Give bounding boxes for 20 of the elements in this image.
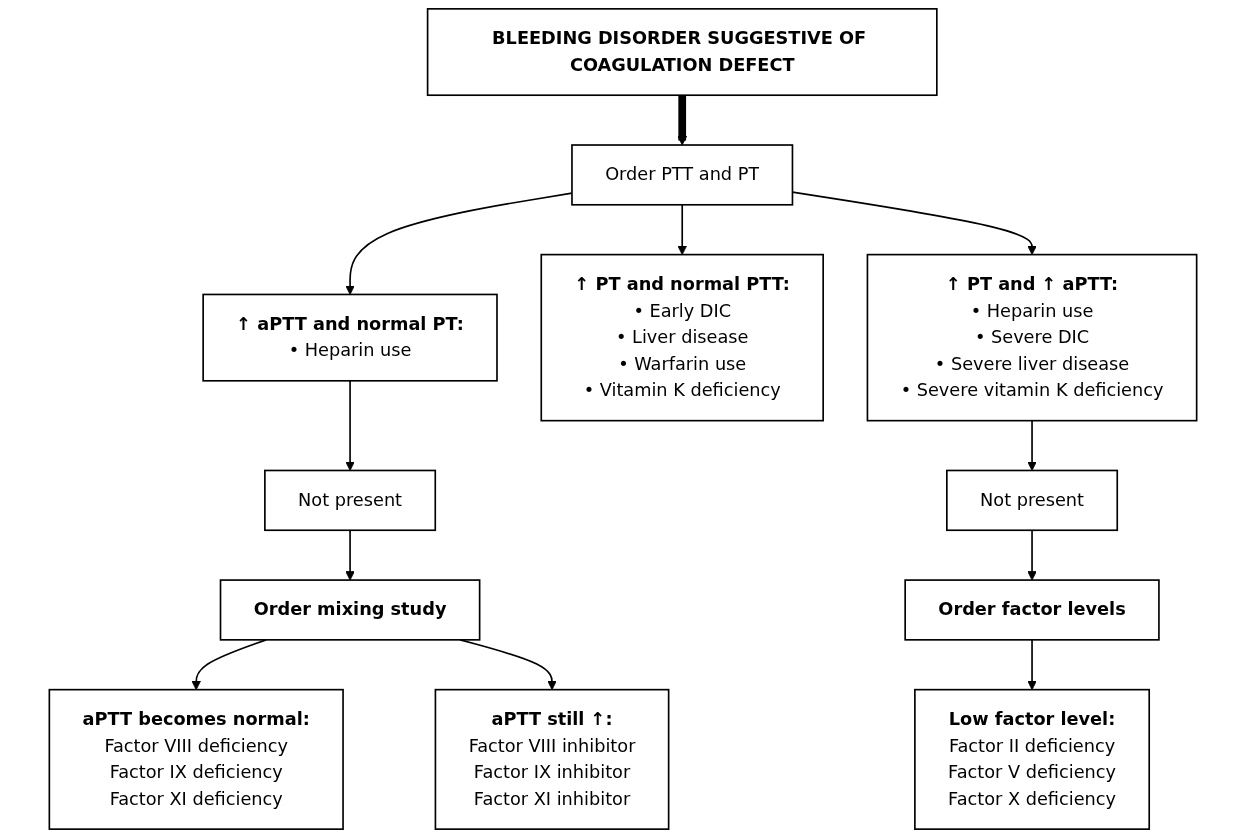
node-box: Order mixing study [219, 579, 481, 641]
node-box: aPTT still ↑: Factor VIII inhibitor Factor IX inhibitor Factor XI inhibitor [434, 688, 670, 830]
node-box: ↑ PT and normal PTT: • Early DIC • Liver disease • Warfarin use • Vitamin K deficiency [540, 253, 824, 422]
arrow [345, 529, 355, 581]
arrow [345, 380, 355, 471]
node-box: Order PTT and PT [571, 144, 794, 206]
node-box: Order factor levels [904, 579, 1160, 641]
arrow [1027, 639, 1037, 691]
arrow [191, 639, 267, 691]
arrow [1027, 529, 1037, 581]
node-box: ↑ aPTT and normal PT: • Heparin use [202, 293, 498, 382]
node-box: aPTT becomes normal: Factor VIII deficiency Factor IX deficiency Factor XI deficiency [48, 688, 344, 830]
arrow [677, 95, 688, 146]
node-box: Not present [946, 469, 1119, 532]
node-box: Low factor level: Factor II deficiency Factor V deficiency Factor X deficiency [914, 688, 1151, 830]
arrow [677, 203, 688, 256]
node-box: BLEEDING DISORDER SUGGESTIVE OF COAGULATION DEFECT [426, 8, 938, 97]
node-box: Not present [264, 469, 437, 532]
node-box: ↑ PT and ↑ aPTT: • Heparin use • Severe DIC • Severe liver disease • Severe vitamin K deficiency [866, 253, 1198, 422]
arrow [1027, 419, 1037, 471]
